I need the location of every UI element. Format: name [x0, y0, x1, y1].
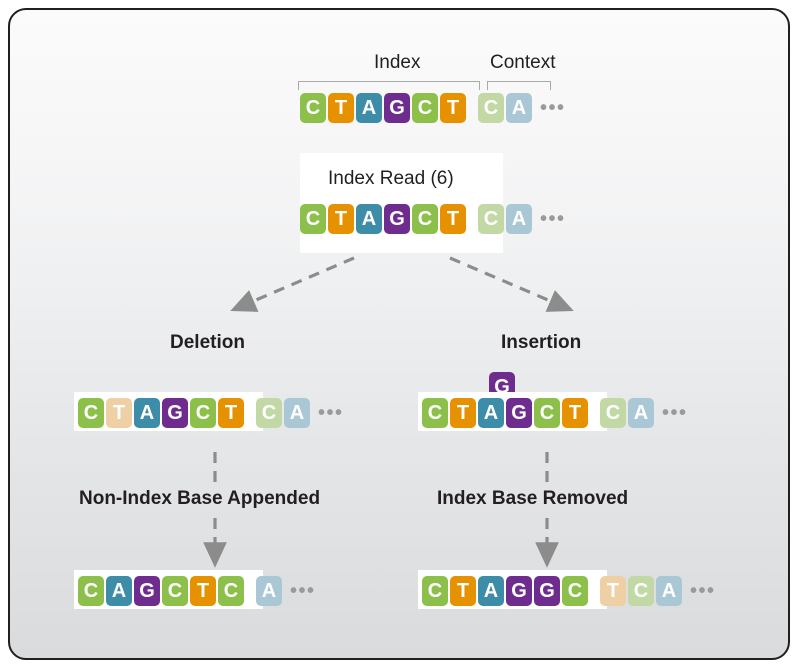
base-tile: G — [534, 576, 560, 606]
bracket-index — [298, 81, 480, 90]
label-index: Index — [374, 52, 421, 73]
context-base-tile: A — [284, 398, 310, 428]
sequence-deletion-result: C A G C T C A ••• — [78, 574, 316, 606]
context-base-tile: C — [478, 204, 504, 234]
diagram-panel: Index Context C T A G C T C A ••• Index … — [8, 8, 790, 660]
branch-title-insertion: Insertion — [501, 332, 582, 353]
base-tile: A — [478, 576, 504, 606]
step-label-insertion: Index Base Removed — [437, 488, 629, 509]
context-base-tile: A — [628, 398, 654, 428]
base-tile: C — [412, 93, 438, 123]
base-tile-deleted: T — [106, 398, 132, 428]
base-tile: C — [190, 398, 216, 428]
base-tile: T — [450, 398, 476, 428]
base-tile: G — [162, 398, 188, 428]
base-tile: C — [412, 204, 438, 234]
context-base-tile: C — [600, 398, 626, 428]
sequence-reference: C T A G C T C A ••• — [300, 91, 566, 123]
base-tile: T — [328, 204, 354, 234]
base-tile: T — [440, 204, 466, 234]
bracket-context — [487, 81, 551, 90]
arrow-to-deletion — [230, 256, 355, 312]
base-tile: C — [300, 204, 326, 234]
context-base-tile: A — [256, 576, 282, 606]
sequence-insertion-event: C T A G C T C A ••• — [422, 396, 688, 428]
ellipsis: ••• — [690, 580, 716, 602]
base-tile: A — [106, 576, 132, 606]
context-base-tile: A — [656, 576, 682, 606]
base-tile: G — [506, 576, 532, 606]
ellipsis: ••• — [290, 580, 316, 602]
sequence-index-read: C T A G C T C A ••• — [300, 202, 566, 234]
base-tile: C — [78, 398, 104, 428]
index-read-label: Index Read (6) — [328, 168, 454, 189]
context-base-tile: T — [600, 576, 626, 606]
index-read-card — [300, 153, 503, 253]
base-tile: C — [422, 398, 448, 428]
base-tile: G — [384, 93, 410, 123]
base-tile: G — [384, 204, 410, 234]
base-tile: C — [422, 576, 448, 606]
base-tile: G — [134, 576, 160, 606]
context-base-tile: C — [628, 576, 654, 606]
step-label-deletion: Non-Index Base Appended — [79, 488, 321, 509]
base-tile: T — [190, 576, 216, 606]
base-tile: C — [562, 576, 588, 606]
base-tile: C — [218, 576, 244, 606]
base-tile: A — [356, 93, 382, 123]
ellipsis: ••• — [662, 402, 688, 424]
context-base-tile: A — [506, 93, 532, 123]
base-tile: T — [562, 398, 588, 428]
base-tile: A — [356, 204, 382, 234]
sequence-insertion-result: C T A G G C T C A ••• — [422, 574, 716, 606]
ellipsis: ••• — [318, 402, 344, 424]
context-base-tile: C — [256, 398, 282, 428]
base-tile: A — [478, 398, 504, 428]
base-tile: T — [440, 93, 466, 123]
ellipsis: ••• — [540, 97, 566, 119]
context-base-tile: C — [478, 93, 504, 123]
base-tile: C — [78, 576, 104, 606]
base-tile: C — [162, 576, 188, 606]
base-tile: A — [134, 398, 160, 428]
base-tile: T — [450, 576, 476, 606]
base-tile: C — [534, 398, 560, 428]
base-tile: T — [218, 398, 244, 428]
base-tile: T — [328, 93, 354, 123]
base-tile: G — [506, 398, 532, 428]
ellipsis: ••• — [540, 208, 566, 230]
arrow-to-insertion — [449, 256, 574, 312]
context-base-tile: A — [506, 204, 532, 234]
branch-title-deletion: Deletion — [170, 332, 245, 353]
sequence-deletion-event: C T A G C T C A ••• — [78, 396, 344, 428]
label-context: Context — [490, 52, 556, 73]
base-tile: C — [300, 93, 326, 123]
